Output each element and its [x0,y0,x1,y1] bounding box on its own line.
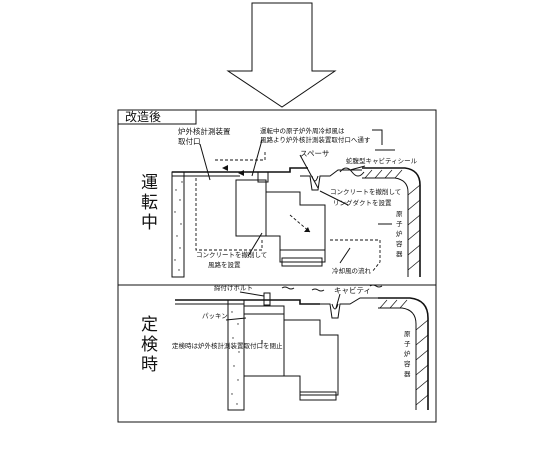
concrete-stipple-bottom [231,311,240,405]
airway-label-2: 風路を設置 [208,260,241,269]
svg-text:検: 検 [141,335,158,355]
svg-text:転: 転 [141,193,158,213]
bolt-label: 締付けボルト [214,283,253,292]
bellows-seal-label: 蛇腹型キャビティシール [346,156,418,165]
concrete-stipple-top [174,181,183,271]
svg-text:原: 原 [396,210,403,218]
operating-section-drawing [171,129,421,278]
vessel-hatch-bottom [379,299,429,406]
svg-text:子: 子 [396,220,403,228]
packing-label: パッキン [202,312,228,320]
ring-duct-label-2: リングダクトを設置 [333,198,392,207]
svg-text:原: 原 [404,330,411,338]
inspection-section-drawing [175,284,429,411]
reactor-vessel-label-top: 原 子 炉 容 器 [396,210,403,258]
frame-title-box: 改造後 [117,109,197,125]
airway-label: コンクリートを撤削して [196,250,267,259]
svg-text:器: 器 [396,250,403,258]
ring-duct-label: コンクリートを撤削して [330,187,401,196]
cooling-note-2: 風路より炉外核計測装置取付口へ通す [260,135,371,144]
cooling-flow-label: 冷却風の流れ [332,266,372,275]
instrument-port-label-2: 取付口 [178,136,201,146]
side-label-operating: 運 転 中 [141,173,158,233]
svg-text:容: 容 [396,239,403,248]
svg-text:中: 中 [141,213,158,233]
down-arrow-icon [226,2,337,108]
cooling-note: 運転中の原子炉外周冷却風は [260,126,345,135]
closed-port [243,305,285,377]
svg-text:時: 時 [141,355,158,375]
spacer-label: スペーサ [300,149,329,158]
instrument-port-top [235,179,267,237]
svg-text:炉: 炉 [396,229,403,238]
svg-text:運: 運 [141,173,158,193]
bolt-icon [263,292,271,306]
svg-text:定: 定 [141,315,158,335]
svg-text:器: 器 [404,370,411,378]
svg-text:子: 子 [404,340,411,348]
cavity-label: キャビティ [334,286,371,295]
svg-text:容: 容 [404,359,411,368]
instrument-port-label: 炉外核計測装置 [178,126,231,136]
reactor-vessel-top [362,167,421,277]
concrete-wall-bottom [227,299,245,411]
closure-note: 定検時は炉外核計測装置取付口を閉止 [172,341,283,350]
concrete-wall-top [171,171,185,278]
vessel-hatch-top [364,169,421,271]
side-label-inspection: 定 検 時 [141,315,158,375]
frame-title: 改造後 [125,110,161,124]
outer-frame [117,109,437,423]
reactor-vessel-label-bottom: 原 子 炉 容 器 [404,330,411,378]
svg-text:炉: 炉 [404,349,411,358]
reactor-vessel-bottom [378,297,429,410]
